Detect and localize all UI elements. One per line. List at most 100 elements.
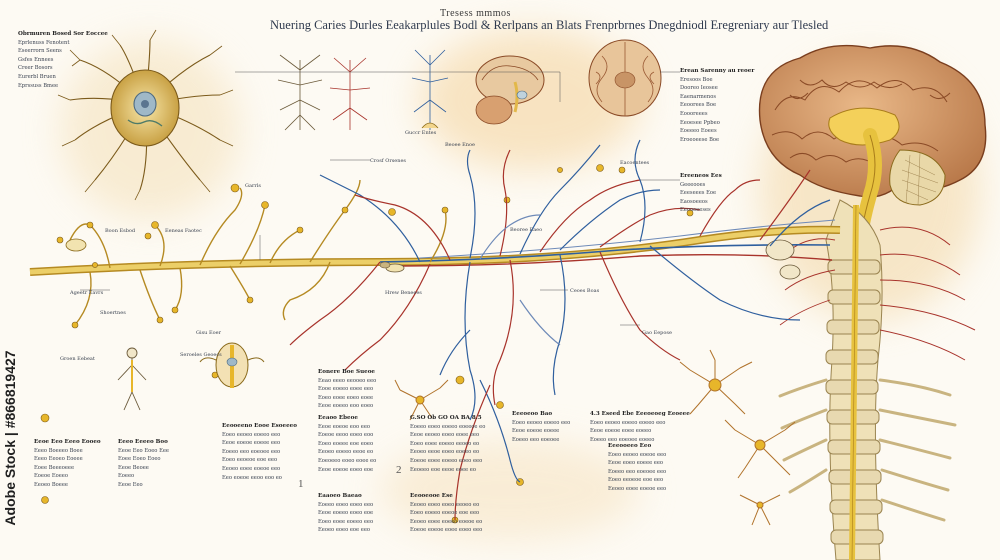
left-list: Eeeo Eeeeo Boo Eeoe Eeo Eoeo Eee Eoee Eo… <box>118 438 169 490</box>
left-list-item: Eoee Beeeoeee <box>34 464 75 471</box>
brain-side-illustration <box>475 55 545 125</box>
panel-line: Eoeo eoee eoeeo eeo <box>318 518 374 525</box>
callout-label: Seroeles Geoecs <box>180 352 222 358</box>
left-list-heading: Eeoe Eeo Eeeo Eooeo <box>34 439 101 445</box>
ganglion-cell-illustration <box>65 238 391 269</box>
sensory-branches <box>69 179 447 326</box>
panel-line: Eeoe eoeoe eoeo eoe <box>318 466 374 473</box>
panel-line: Eoeeo eoeo eoeo eeo <box>318 501 374 508</box>
panel-line: Eeoe eeoeo eoeo eoee eeo <box>410 432 480 439</box>
right-legend-heading: Erean Sarenny au reoer <box>680 68 755 74</box>
panel-line: Eeoeo eoee eoeeo eoeoe eo <box>410 518 483 525</box>
panel-line: Eoeo eeoeo eoeeo eoeeo eeo <box>590 419 666 426</box>
panel-line: Eoeo eeoeoe eoe eeo <box>608 477 664 484</box>
legend-line: Eprssuss Bmee <box>18 82 59 89</box>
left-list-item: Eoee Eoeo Eoeo <box>118 456 161 463</box>
text-panel: 4.3 Eseed Ebe Eeeoeoeg Eeoeee Eoeo eeoeo… <box>590 410 690 444</box>
callout-label: Boon Esbod <box>105 228 136 234</box>
human-figure-illustration <box>117 347 147 411</box>
panel-line: Eoeoe eoee eoeeo eoeo eeo <box>410 457 483 464</box>
legend-line: Eprlenuss Fenotent <box>18 39 70 46</box>
left-list-item: Eeeo Eeoeo Eoeee <box>34 456 83 463</box>
right-legend: Erean Sarenny au reoer Eresoos Boe Doore… <box>680 67 754 144</box>
stock-watermark-text: Adobe Stock | #866819427 <box>2 350 18 526</box>
legend-line: Eseerrorn Seens <box>18 48 62 55</box>
text-panel: Eeeooeeo Eeo Eoeo eeoeo eoeoe eeo Eeoe e… <box>608 442 666 494</box>
callout-label: Crosf Orsenes <box>370 158 406 164</box>
left-list-heading: Eeeo Eeeeo Boo <box>118 439 168 445</box>
diagram-subtitle: Tresess mmmos <box>440 8 511 19</box>
diagram-title: Nuering Caries Durles Eeakarplules Bodl … <box>270 18 829 32</box>
panel-line: Eoeoe eeoo eoeo eoo <box>318 432 374 439</box>
neuron-cell-illustration <box>57 29 234 201</box>
panel-line: Eoeo eoee eoeeo eeoeo eo <box>410 440 480 447</box>
left-list-item: Eeoe Eeo Eoeo Eee <box>118 447 170 454</box>
right-legend-item: Eresoos Boe <box>680 76 713 83</box>
nerve-tree-illustration <box>277 49 449 131</box>
panel-line: Eeoeo eoeo eoeo eeoeo eo <box>410 501 480 508</box>
main-nerve-trunk <box>29 219 841 280</box>
panel-line: Eeoe eoeeo eoo eoeo <box>318 403 374 410</box>
text-panel: G.SO Ob GO OA BA 8.5 Eoeeo eoeo eoeeo eo… <box>410 414 485 474</box>
panel-line: Eeoe eoeoe eoeee <box>512 428 560 435</box>
right-legend-item: Eeoorees Boe <box>680 102 717 109</box>
callout-label: Gao Eepose <box>642 330 672 336</box>
panel-line: Eoeeo eoeo eoeeo eoeeoe eo <box>410 423 486 430</box>
panel-line: Eeao eeeo eeooeo eeo <box>318 377 377 384</box>
panel-heading: G.SO Ob GO OA BA 8.5 <box>410 415 482 421</box>
panel-line: Eeoeo eoee eoeoe eeo <box>608 485 667 492</box>
callout-label: Groen Eebeat <box>60 356 95 362</box>
right-legend-item: Eoooreees <box>680 110 708 117</box>
left-list: Eeoe Eeo Eeeo Eooeo Eeeo Boeeeo Boee Eee… <box>34 438 101 490</box>
panel-line: Eoeoe eoeoe eoee eoeo eeo <box>410 527 483 534</box>
figure-number: 1 <box>298 478 304 490</box>
panel-line: Eoeo eeoeo eoeoe eeo <box>608 451 667 458</box>
small-neuron-illustration <box>394 349 796 526</box>
ganglion-dots <box>40 164 694 524</box>
right-legend-item: Dooreo Ieosee <box>680 85 718 92</box>
left-list-item: Eeoeo Boeee <box>34 481 68 488</box>
left-list-item: Eeeo Boeeeo Boee <box>34 447 83 454</box>
panel-heading: Eonere Boe Sueoe <box>318 369 375 375</box>
legend-line: Creer Bosors <box>18 65 53 72</box>
top-left-legend: Obrmuren Bosed Sor Eoccee Eprlenuss Feno… <box>18 30 108 90</box>
callout-label: Ceoes Boas <box>570 288 600 294</box>
callout-label: Guccr Entes <box>405 130 437 136</box>
text-panel: Eonere Boe Sueoe Eeao eeeo eeooeo eeo Eo… <box>318 368 376 411</box>
right-legend-secondary: Ereeneos Ees Geeeooes Eeeseees Eoe Eaoso… <box>680 172 722 215</box>
legend-line: Eurerbl Bruen <box>18 73 56 80</box>
right-legend-item: Eeoesee Ppbeo <box>680 119 720 126</box>
text-panel: Eeooeooe Ese Eeoeo eoeo eoeo eeoeo eo Eo… <box>410 492 482 535</box>
right-legend-heading: Ereeneos Ees <box>680 173 722 179</box>
callout-label: Shoertnes <box>100 310 126 316</box>
spinal-segment-illustration <box>199 342 265 388</box>
left-list-item: Eoeoe Eoeeo <box>34 473 68 480</box>
brain-top-illustration <box>588 39 662 117</box>
callout-label: Hrew Beneees <box>385 290 422 296</box>
right-legend-item: Eaosoeeos <box>680 198 708 205</box>
background-wash <box>380 440 640 540</box>
panel-line: Eeoe eoeoe eoeee eeo <box>222 440 281 447</box>
panel-line: Eeoe eoeo eoeee eeo <box>608 460 664 467</box>
right-legend-item: Eeooeeeses <box>680 207 711 214</box>
panel-line: Eoeoeeo eoeo eoee eo <box>318 457 377 464</box>
text-panel: Eaaoeo Baeao Eoeeo eoeo eoeo eeo Eeoe eo… <box>318 492 373 535</box>
callout-label: Eacoentees <box>620 160 650 166</box>
panel-line: Eoeo eoeeo eoeoe eoe eeo <box>410 510 480 517</box>
panel-line: Eoeeo eeo eoeoee eeo <box>222 448 281 455</box>
callout-label: Eeneas Faotec <box>165 228 202 234</box>
right-legend-item: Geeeooes <box>680 181 706 188</box>
panel-line: Eoeo eeoeoe eoe eeo <box>222 457 278 464</box>
panel-line: Eoeo eeoeo eoeeo eeo <box>222 431 281 438</box>
right-legend-item: Eroeoeese Boe <box>680 136 720 143</box>
panel-line: Eeoe eoeeo eoeo eoe <box>318 510 374 517</box>
right-legend-item: Eaenarmenos <box>680 93 716 100</box>
callout-label: Beoree Eaeo <box>510 227 543 233</box>
figure-number: 2 <box>396 464 402 476</box>
panel-line: Eoeeo eeo eoeoee <box>512 436 560 443</box>
spinal-column <box>778 199 976 560</box>
left-list-item: Eeoe Beoee <box>118 464 149 471</box>
panel-line: Eeoe eoeoe eoee eoeeo <box>590 428 652 435</box>
